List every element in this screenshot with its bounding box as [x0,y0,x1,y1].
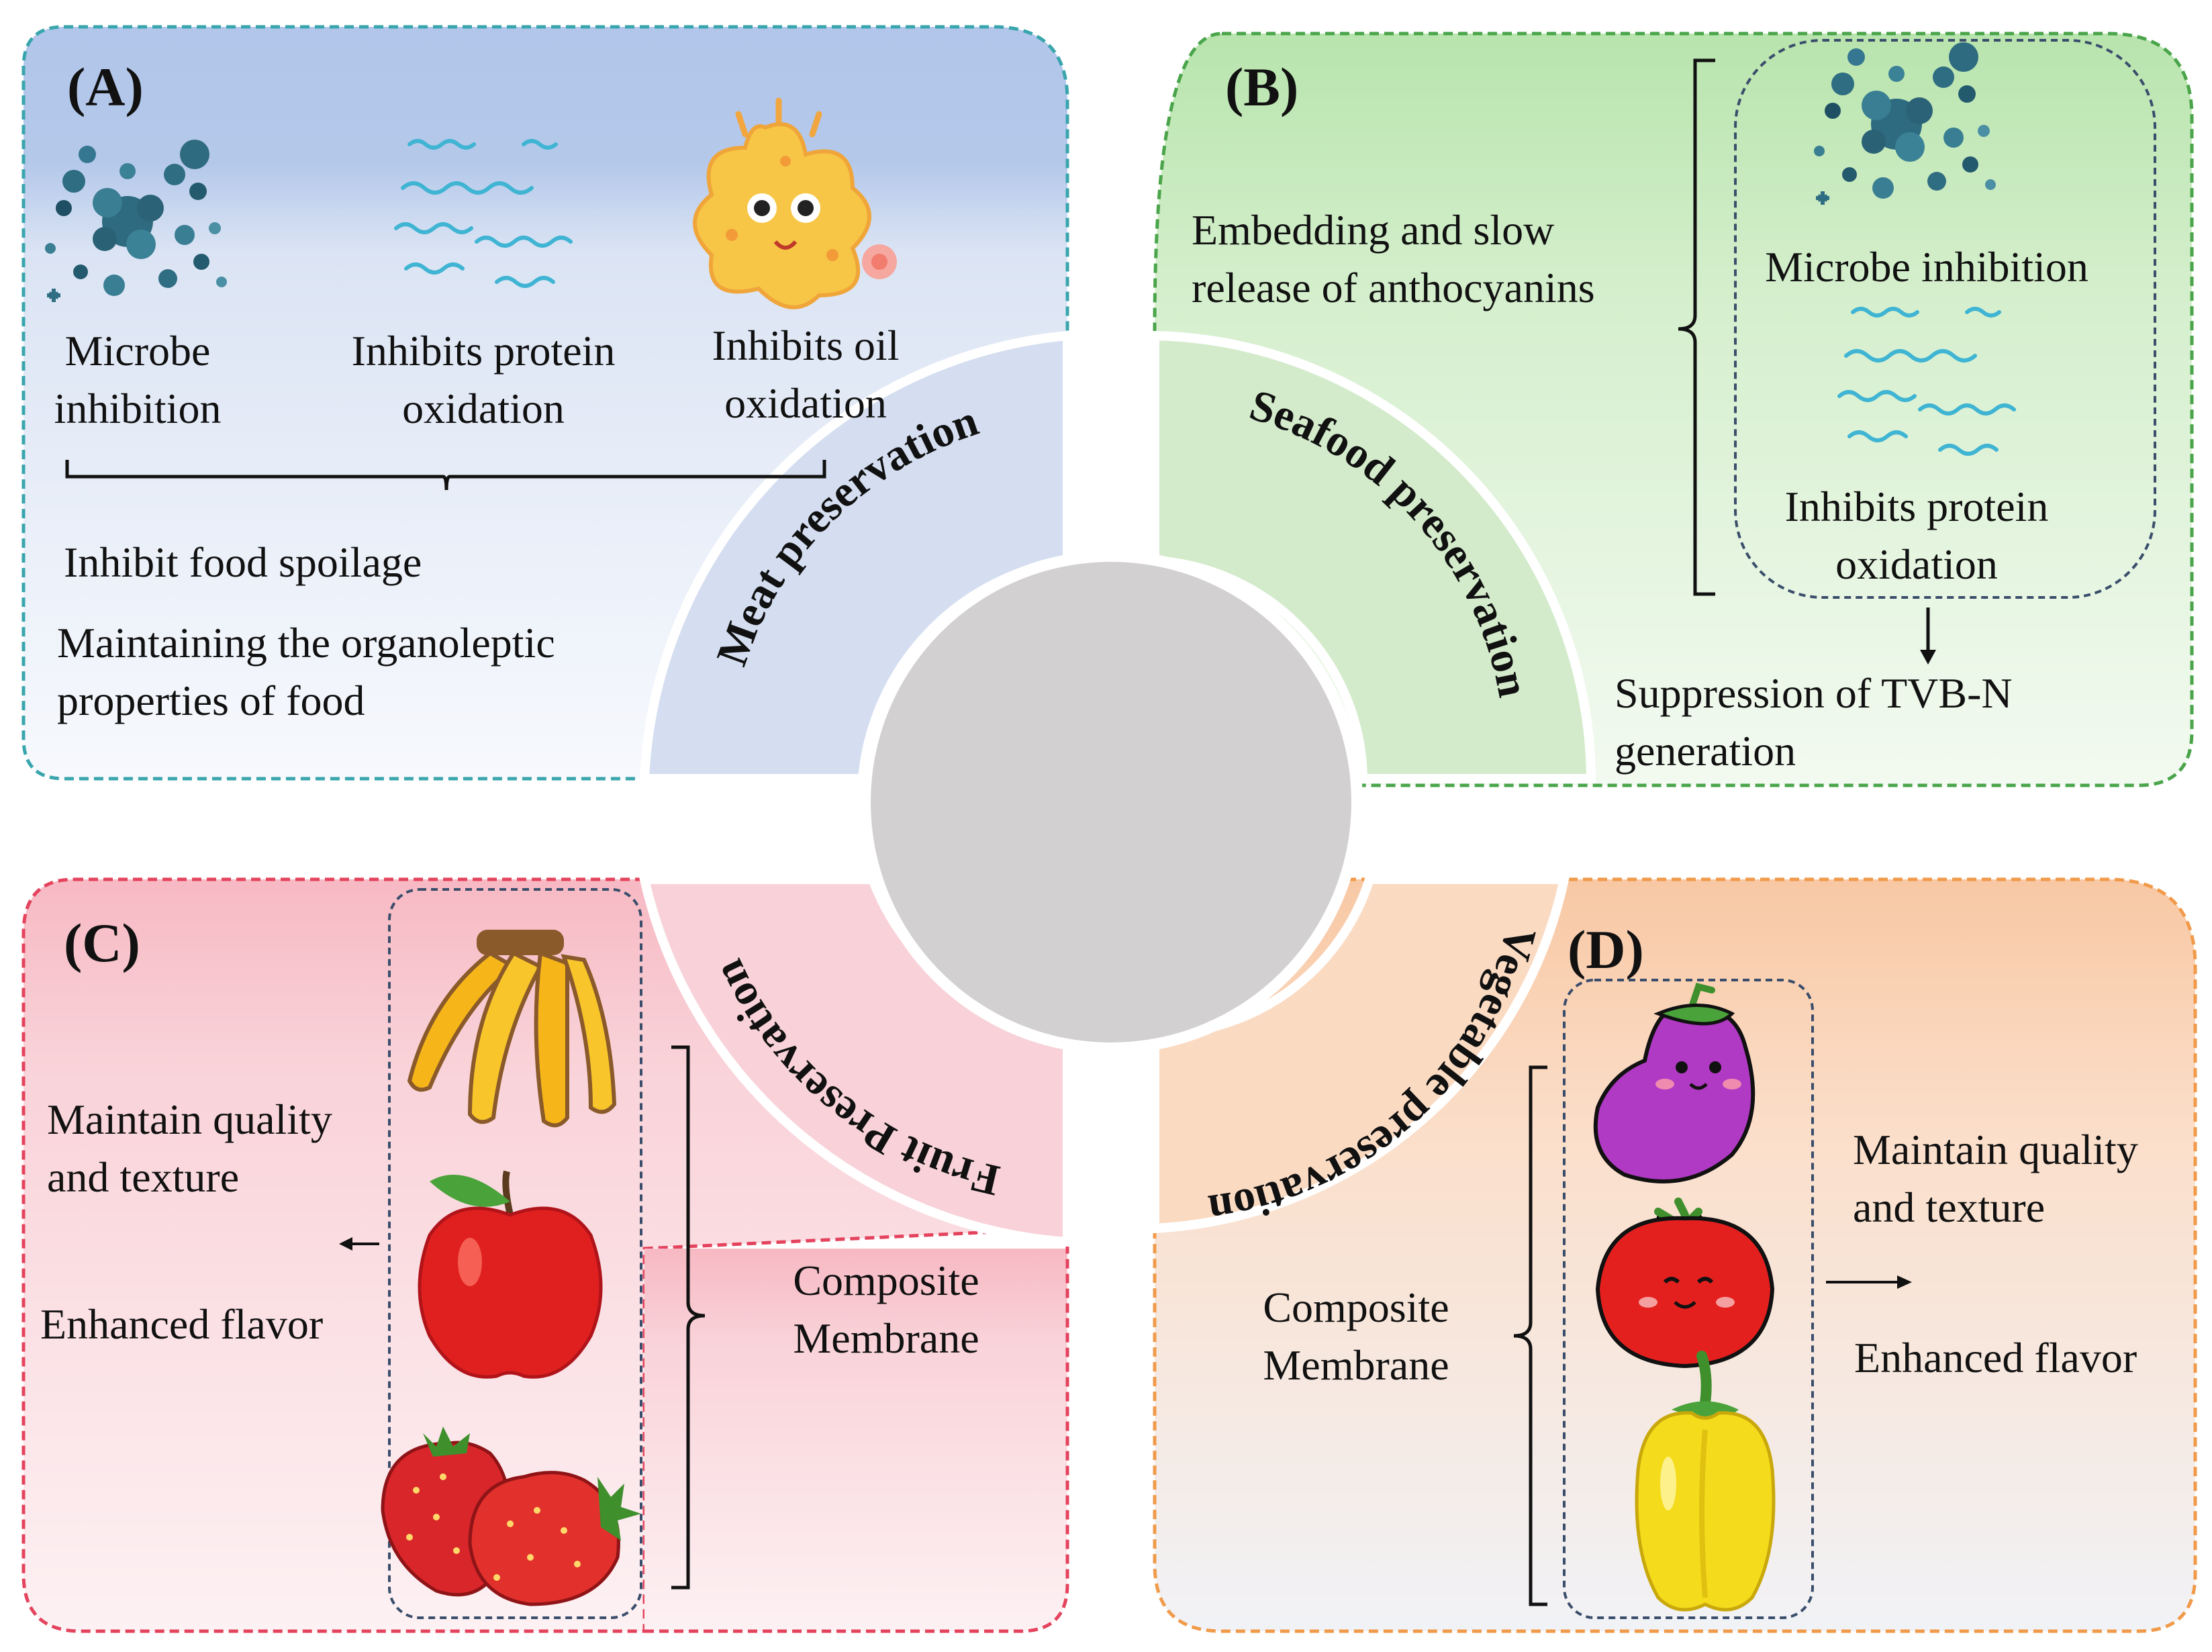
organoleptic-text: Maintaining the organoleptic properties … [57,619,555,724]
panel-a-bracket [65,460,826,491]
strawberry-icon [381,1426,641,1606]
veg-flavor-text: Enhanced flavor [1854,1334,2137,1381]
fruit-quality-text: Maintain quality and texture [47,1096,332,1201]
protein-oxidation-b-text: Inhibits protein oxidation [1784,483,2049,588]
tvbn-suppression-text: Suppression of TVB-N generation [1615,669,2013,775]
bell-pepper-icon [1635,1351,1776,1612]
microbe-inhibition-b-text: Microbe inhibition [1765,243,2088,291]
panel-c-bracket [671,1045,706,1590]
panel-d-bracket [1513,1065,1547,1606]
inhibit-spoilage-text: Inhibit food spoilage [64,538,422,586]
panel-b-effects-box [1734,39,2156,599]
oil-oxidation-text: Inhibits oil oxidation [712,322,900,427]
protein-oxidation-text: Inhibits protein oxidation [351,327,616,432]
eggplant-icon [1593,983,1756,1183]
tomato-icon [1595,1198,1775,1369]
panel-d-veg-box [1563,979,1814,1619]
veg-quality-text: Maintain quality and texture [1853,1126,2138,1231]
panel-d-label: (D) [1568,919,1644,980]
anthocyanin-release-text: Embedding and slow release of anthocyani… [1192,206,1595,311]
oil-droplet-icon [693,97,897,309]
vegetable-sector [1150,875,1570,1234]
veg-membrane-text: Composite Membrane [1263,1283,1449,1389]
seafood-sector [1150,330,1596,783]
banana-icon [407,930,617,1128]
panel-b-bracket [1678,58,1715,596]
panel-a-label: (A) [67,56,144,117]
apple-icon [418,1170,603,1379]
panel-c-label: (C) [64,912,140,973]
fruit-membrane-text: Composite Membrane [793,1257,979,1362]
panel-c-fruit-box [388,888,642,1619]
panel-b-label: (B) [1225,56,1299,117]
microbe-inhibition-text: Microbe inhibition [54,327,222,432]
fruit-flavor-text: Enhanced flavor [40,1300,324,1348]
